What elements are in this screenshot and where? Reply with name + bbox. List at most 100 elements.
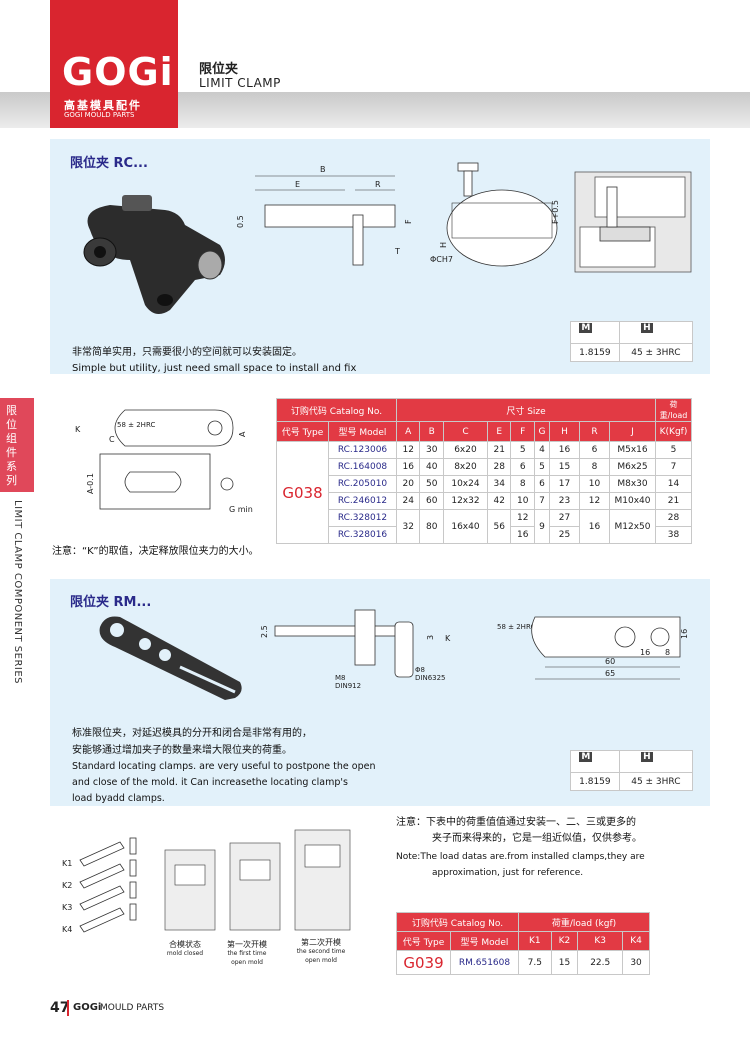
cell: 27 — [549, 509, 580, 527]
rc-title: 限位夹 RC... — [70, 156, 148, 171]
cell: 16 — [579, 509, 610, 544]
dim-din912: DIN912 — [335, 682, 361, 690]
stack-k3: K3 — [62, 903, 72, 912]
rc-drawing-side: B E R 0.5 F T — [236, 165, 413, 266]
cell: 5 — [655, 441, 692, 459]
side-tab-cn: 限位组件系列 — [6, 404, 17, 487]
cell: 12 — [579, 492, 610, 510]
cell: 32 — [395, 509, 421, 544]
cell: 20 — [395, 475, 421, 493]
cell: 30 — [622, 950, 650, 975]
material-value: 1.8159 — [570, 343, 620, 362]
dim-t: T — [394, 247, 400, 256]
dim-05: 0.5 — [236, 215, 245, 228]
col-k2: K2 — [550, 931, 579, 951]
dim-60-rm: 60 — [605, 657, 615, 666]
model-cell: RC.246012 — [328, 492, 397, 510]
cell: 40 — [419, 458, 444, 476]
cell: 16 — [549, 441, 580, 459]
rm-drawing-top: K 58 ± 2HRC 16 16 8 60 65 — [445, 616, 689, 680]
page-number: 47 — [50, 1000, 70, 1016]
dim-phi8: Φ8 — [415, 666, 425, 674]
cell: 21 — [655, 492, 692, 510]
cell: 8 — [510, 475, 535, 493]
cell: 12 — [510, 509, 535, 527]
table-row: RC.246012 24 60 12x32 42 10 7 23 12 M10x… — [277, 492, 692, 510]
cell: 56 — [486, 509, 512, 544]
dim-m8: M8 — [335, 674, 346, 682]
cell: 60 — [419, 492, 444, 510]
cell: 6 — [510, 458, 535, 476]
cell: 8x20 — [442, 458, 488, 476]
dim-16b-rm: 16 — [640, 648, 650, 657]
dim-25: 2.5 — [260, 625, 269, 638]
rc-drawing-mount: H ΦCH7 F+0.5 — [430, 162, 560, 267]
cell: 28 — [655, 509, 692, 527]
model-cell: RC.328016 — [328, 526, 397, 544]
cell: 4 — [533, 441, 551, 459]
cell: 21 — [486, 441, 512, 459]
hardness-value: 45 ± 3HRC — [618, 343, 694, 362]
cell: 7.5 — [518, 950, 552, 975]
cell: 9 — [533, 509, 551, 544]
dim-16-rm: 16 — [680, 629, 689, 639]
header-band-left — [0, 92, 50, 128]
table-row: RC.328012 32 80 16x40 56 12 9 27 16 M12x… — [277, 509, 692, 544]
cell: 15 — [549, 458, 580, 476]
rc-product-image — [83, 195, 225, 314]
stack-k4: K4 — [62, 925, 72, 934]
rc-drawing-top: K C 58 ± 2HRC A A-0.1 G min — [75, 409, 253, 514]
model-header: 型号 Model — [450, 931, 519, 951]
footer-text: MOULD PARTS — [100, 1003, 165, 1013]
cell: 14 — [655, 475, 692, 493]
table-row: RC.205010 20 50 10x24 34 8 6 17 10 M8x30… — [277, 475, 692, 493]
type-header: 代号 Type — [396, 931, 451, 951]
rm-desc-cn1: 标准限位夹，对延迟模具的分开和闭合是非常有用的， — [72, 728, 312, 739]
hardness-value: 45 ± 3HRC — [618, 772, 694, 791]
dim-65-rm: 65 — [605, 669, 615, 678]
rm-product-image — [99, 616, 242, 700]
dim-c: C — [109, 435, 115, 444]
col-k3: K3 — [577, 931, 624, 951]
cell: 7 — [533, 492, 551, 510]
col-k1: K1 — [518, 931, 552, 951]
dim-3: 3 — [426, 635, 435, 640]
dim-din6325: DIN6325 — [415, 674, 446, 682]
col-a: A — [395, 421, 421, 442]
cell: 25 — [549, 526, 580, 544]
cell: 38 — [655, 526, 692, 544]
dim-gmin: G min — [229, 505, 253, 514]
cell: M6x25 — [609, 458, 656, 476]
material-value: 1.8159 — [570, 772, 620, 791]
rm-note-cn1: 注意：下表中的荷重值值通过安装一、二、三或更多的 — [396, 817, 636, 828]
cell: 10 — [510, 492, 535, 510]
dim-8-rm: 8 — [665, 648, 670, 657]
cell: 6 — [533, 475, 551, 493]
rc-desc-en: Simple but utility, just need small spac… — [72, 363, 357, 374]
col-k: K(Kgf) — [655, 421, 692, 442]
rm-desc-en1: Standard locating clamps. are very usefu… — [72, 761, 376, 772]
col-h: H — [549, 421, 580, 442]
rm-drawing-side: 2.5 3 M8 DIN912 Φ8 DIN6325 — [260, 609, 446, 690]
cell: 28 — [486, 458, 512, 476]
mold-states-diagram — [164, 829, 351, 931]
page-title-cn: 限位夹 — [199, 62, 239, 77]
dim-r: R — [375, 180, 381, 189]
cell: 5 — [510, 441, 535, 459]
cell: M10x40 — [609, 492, 656, 510]
col-f: F — [510, 421, 535, 442]
col-r: R — [579, 421, 610, 442]
stack-k2: K2 — [62, 881, 72, 890]
cell: 42 — [486, 492, 512, 510]
cell: M5x16 — [609, 441, 656, 459]
cell: 16 — [510, 526, 535, 544]
type-header: 代号 Type — [276, 421, 329, 442]
col-j: J — [609, 421, 656, 442]
size-header: 尺寸 Size — [396, 398, 656, 422]
logo — [50, 0, 178, 128]
